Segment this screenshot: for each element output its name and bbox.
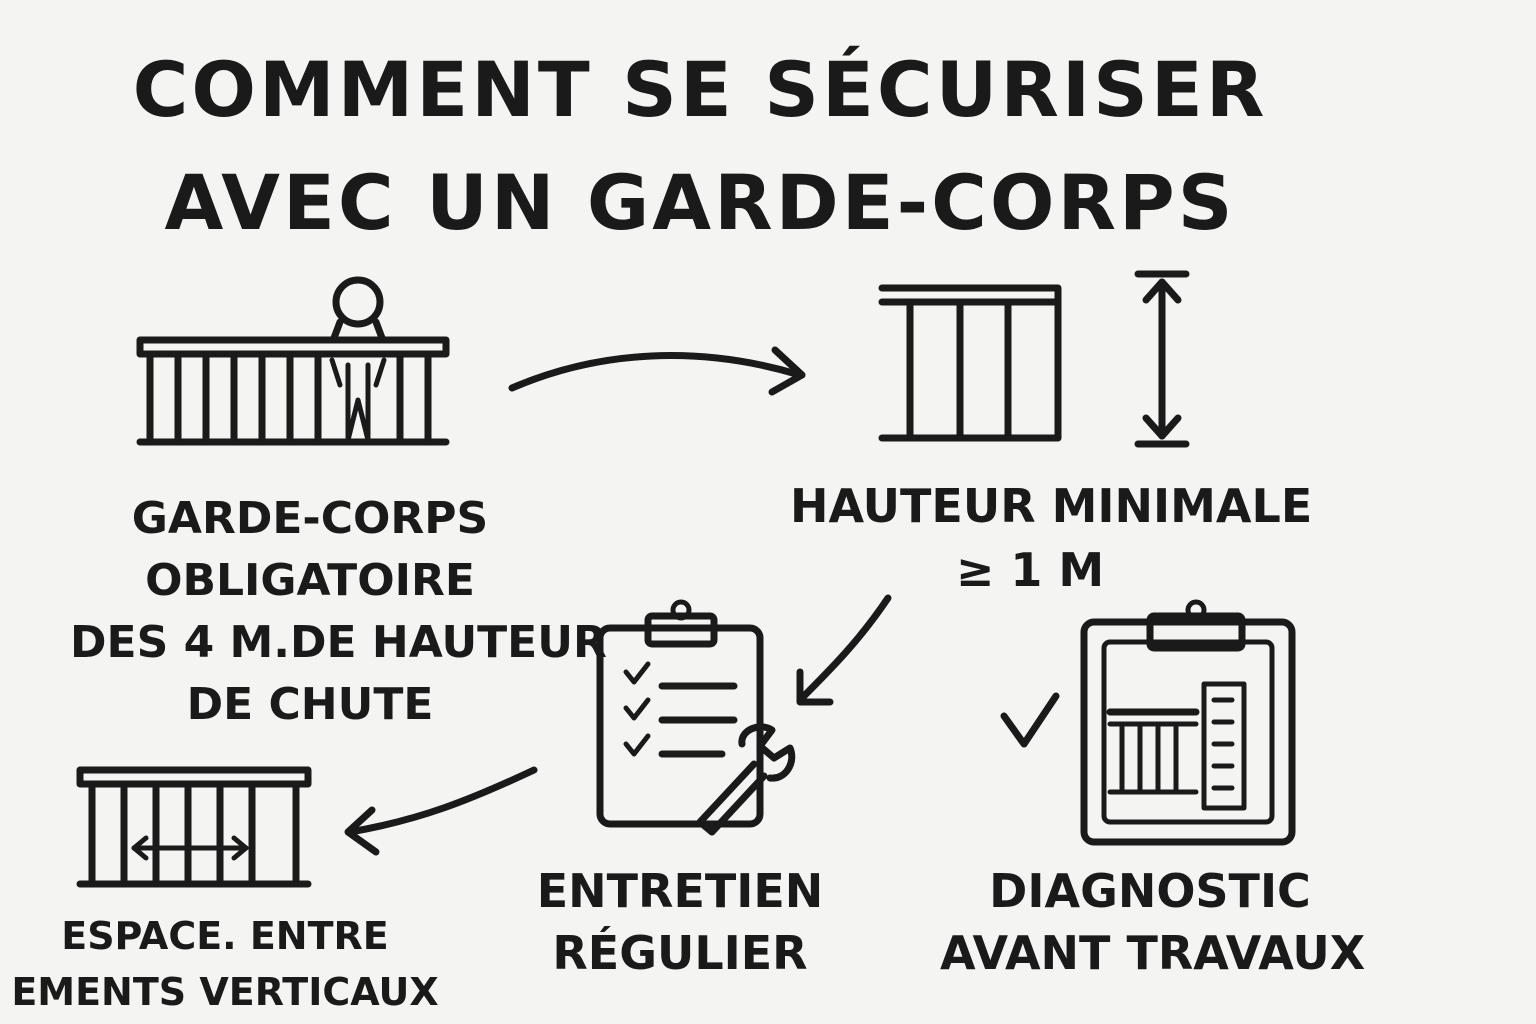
clipboard-railing-icon	[1080, 599, 1296, 846]
railing-height-icon	[878, 270, 1190, 448]
label-hauteur-minimale: HAUTEUR MINIMALE ≥ 1 M	[790, 474, 1313, 602]
label-line: ≥ 1 M	[955, 543, 1105, 597]
label-line: OBLIGATOIRE	[145, 555, 475, 606]
railing-person-icon	[136, 276, 450, 446]
label-line: ENTRETIEN	[536, 864, 824, 918]
label-line: ESPACE. ENTRE	[61, 914, 389, 958]
check-icon	[1000, 692, 1060, 748]
label-line: DIAGNOSTIC	[989, 864, 1311, 918]
label-line: DE CHUTE	[186, 679, 434, 730]
label-line: AVANT TRAVAUX	[940, 926, 1366, 980]
label-line: EMENTS VERTICAUX	[11, 970, 439, 1014]
railing-spacing-icon	[76, 766, 312, 888]
label-line: DES 4 M.DE HAUTEUR	[70, 617, 607, 668]
label-diagnostic-avant-travaux: DIAGNOSTIC AVANT TRAVAUX	[940, 860, 1366, 984]
page-title-line-1: COMMENT SE SÉCURISER	[132, 45, 1268, 134]
label-entretien-regulier: ENTRETIEN RÉGULIER	[520, 860, 840, 984]
label-line: RÉGULIER	[552, 926, 808, 980]
label-espace-entre-elements: ESPACE. ENTRE EMENTS VERTICAUX	[10, 908, 440, 1020]
arrow-obligatoire-to-hauteur	[508, 352, 804, 392]
label-garde-corps-obligatoire: GARDE-CORPS OBLIGATOIRE DES 4 M.DE HAUTE…	[70, 488, 607, 736]
arrow-entretien-to-espace	[346, 766, 538, 836]
arrow-hauteur-to-entretien	[796, 594, 892, 704]
page-title-line-2: AVEC UN GARDE-CORPS	[164, 158, 1236, 247]
label-line: HAUTEUR MINIMALE	[790, 479, 1313, 533]
clipboard-wrench-icon	[596, 599, 796, 836]
label-line: GARDE-CORPS	[131, 493, 489, 544]
